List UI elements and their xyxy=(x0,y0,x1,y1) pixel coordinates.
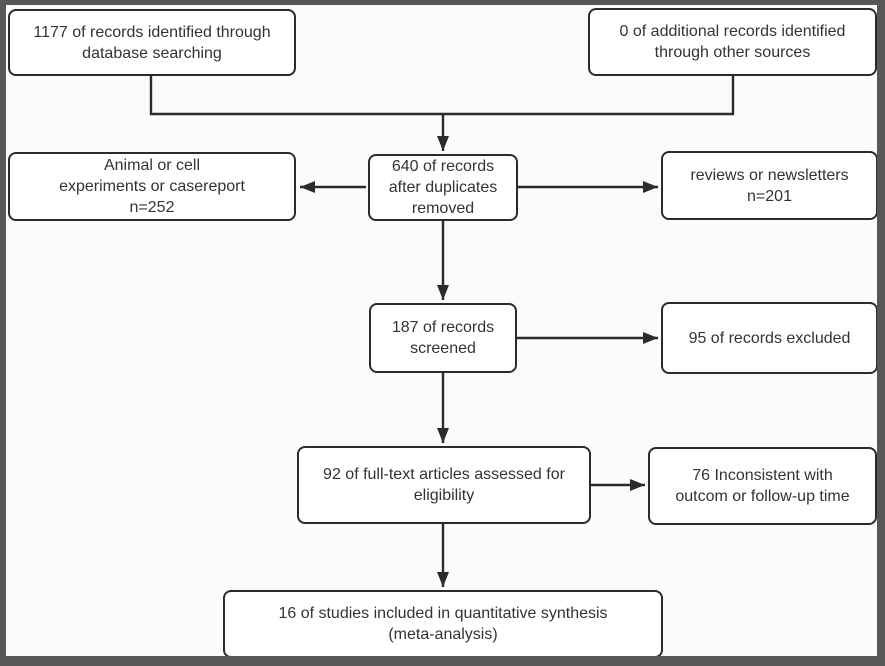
node-animal-cell-excluded: Animal or cell experiments or casereport… xyxy=(8,152,296,221)
node-additional-records: 0 of additional records identified throu… xyxy=(588,8,877,76)
node-line: database searching xyxy=(82,44,222,62)
node-studies-included: 16 of studies included in quantitative s… xyxy=(223,590,663,658)
node-records-excluded: 95 of records excluded xyxy=(661,302,878,374)
node-fulltext-assessed: 92 of full-text articles assessed for el… xyxy=(297,446,591,524)
node-line: outcom or follow-up time xyxy=(675,488,850,505)
node-line: Animal or cell xyxy=(103,157,201,174)
node-line: 95 of records excluded xyxy=(688,329,851,347)
node-line: n=252 xyxy=(129,199,175,216)
node-line: through other sources xyxy=(654,44,811,61)
connector-top-bracket xyxy=(149,76,735,116)
node-line: 76 Inconsistent with xyxy=(692,467,833,484)
node-line: 187 of records xyxy=(391,319,495,336)
node-line: 1177 of records identified through xyxy=(33,23,271,41)
node-line: n=201 xyxy=(747,187,792,205)
node-line: 92 of full-text articles assessed for xyxy=(323,466,565,483)
node-after-duplicates-removed: 640 of records after duplicates removed xyxy=(368,154,518,221)
node-line: screened xyxy=(410,340,476,357)
node-inconsistent-excluded: 76 Inconsistent with outcom or follow-up… xyxy=(648,447,877,525)
node-line: removed xyxy=(411,200,475,217)
node-line: after duplicates xyxy=(388,179,498,196)
node-records-identified: 1177 of records identified through datab… xyxy=(8,9,296,76)
node-line: (meta-analysis) xyxy=(388,626,498,643)
node-line: 16 of studies included in quantitative s… xyxy=(278,605,608,622)
node-line: 0 of additional records identified xyxy=(619,23,846,40)
node-records-screened: 187 of records screened xyxy=(369,303,517,373)
node-line: reviews or newsletters xyxy=(690,166,849,184)
node-line: 640 of records xyxy=(391,158,495,175)
node-line: experiments or casereport xyxy=(59,178,245,195)
node-reviews-newsletters-excluded: reviews or newsletters n=201 xyxy=(661,151,878,220)
node-line: eligibility xyxy=(413,487,475,504)
